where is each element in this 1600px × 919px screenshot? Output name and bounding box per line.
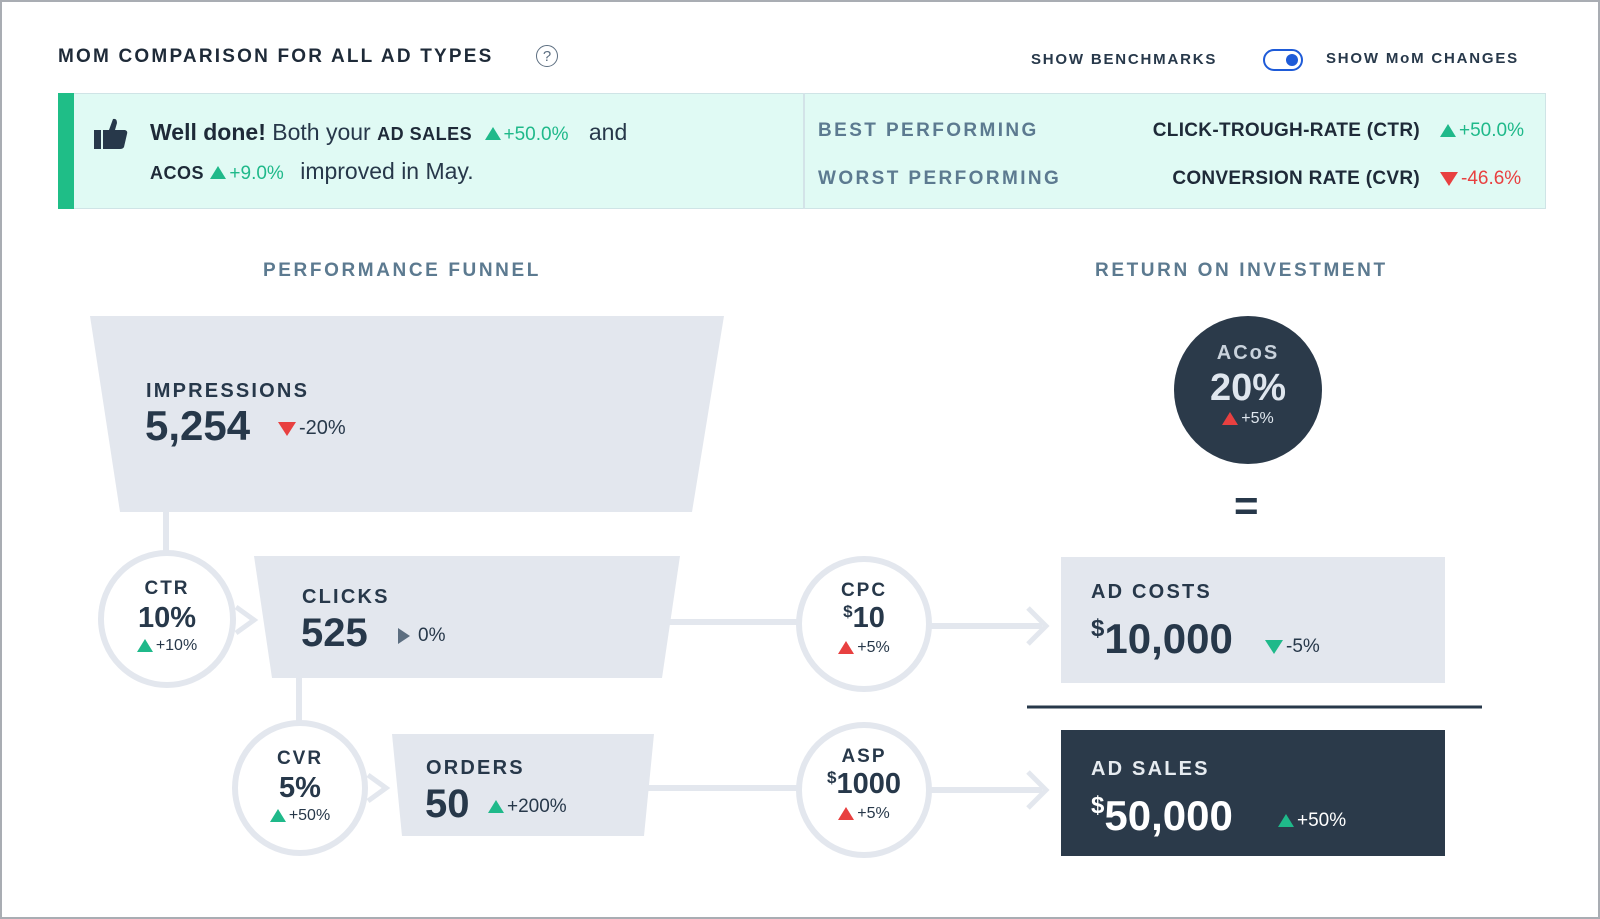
best-performing-label: BEST PERFORMING bbox=[818, 120, 1039, 141]
improved-text: improved in May. bbox=[300, 158, 474, 184]
impressions-trapezoid bbox=[90, 316, 724, 512]
ad-costs-value: $10,000 bbox=[1091, 615, 1233, 662]
clicks-trapezoid bbox=[254, 556, 680, 678]
up-arrow-icon bbox=[210, 166, 227, 180]
show-mom-label: SHOW MoM CHANGES bbox=[1326, 50, 1519, 67]
page-title: MOM COMPARISON FOR ALL AD TYPES bbox=[58, 46, 494, 67]
summary-banner bbox=[58, 93, 1546, 209]
ad-sales-change: +50% bbox=[1278, 810, 1346, 832]
cpc-circle: CPC $10 +5% bbox=[796, 556, 932, 692]
up-arrow-icon bbox=[484, 127, 501, 141]
up-arrow-icon bbox=[269, 809, 286, 823]
ad-costs-label: AD COSTS bbox=[1091, 581, 1212, 603]
up-arrow-icon bbox=[1278, 814, 1294, 828]
acos-inline-label: ACOS bbox=[150, 163, 205, 183]
banner-message-line2: ACOS +9.0% improved in May. bbox=[150, 158, 474, 185]
ad-costs-box: AD COSTS $10,000 -5% bbox=[1061, 557, 1445, 683]
up-arrow-icon bbox=[838, 807, 855, 821]
best-change-value: +50.0% bbox=[1459, 120, 1524, 141]
acos-circle: ACoS 20% +5% bbox=[1174, 316, 1322, 464]
cvr-circle: CVR 5% +50% bbox=[232, 720, 368, 856]
acos-label: ACoS bbox=[1216, 342, 1280, 364]
impressions-value: 5,254 bbox=[145, 402, 251, 449]
ctr-change: +10% bbox=[104, 637, 230, 655]
best-change: +50.0% bbox=[1440, 120, 1524, 142]
roi-section-title: RETURN ON INVESTMENT bbox=[1095, 260, 1388, 281]
cvr-change: +50% bbox=[238, 807, 362, 825]
neutral-arrow-icon bbox=[398, 627, 410, 644]
show-benchmarks-label: SHOW BENCHMARKS bbox=[1031, 51, 1218, 68]
arrow-right-icon bbox=[234, 604, 259, 636]
benchmarks-mom-toggle[interactable] bbox=[1263, 49, 1303, 71]
worst-performing-label: WORST PERFORMING bbox=[818, 168, 1062, 189]
up-arrow-icon bbox=[488, 800, 504, 814]
and-text: and bbox=[588, 119, 628, 145]
impressions-change-value: -20% bbox=[299, 417, 346, 439]
cpc-change: +5% bbox=[802, 639, 926, 657]
banner-message-line1: Well done! Both your AD SALES +50.0% and bbox=[150, 119, 627, 146]
worst-metric: CONVERSION RATE (CVR) bbox=[1172, 168, 1420, 189]
up-arrow-icon bbox=[1440, 124, 1456, 138]
acos-inline-change: +9.0% bbox=[229, 163, 284, 184]
arrow-right-icon bbox=[366, 772, 391, 804]
impressions-change: -20% bbox=[278, 417, 346, 440]
up-arrow-icon bbox=[136, 639, 153, 653]
thumbs-up-icon bbox=[93, 116, 129, 157]
equals-sign: = bbox=[1234, 482, 1259, 529]
well-done-text: Well done! bbox=[150, 119, 266, 145]
both-your-text: Both your bbox=[272, 119, 371, 145]
ad-sales-inline-label: AD SALES bbox=[377, 124, 473, 144]
ctr-value: 10% bbox=[137, 602, 197, 634]
ctr-circle: CTR 10% +10% bbox=[98, 550, 236, 688]
cpc-value: $10 bbox=[843, 602, 885, 634]
best-metric: CLICK-TROUGH-RATE (CTR) bbox=[1152, 120, 1420, 141]
orders-trapezoid bbox=[392, 734, 654, 836]
banner-accent-bar bbox=[58, 93, 74, 209]
ad-sales-label: AD SALES bbox=[1091, 758, 1210, 780]
asp-value: $1000 bbox=[827, 768, 901, 800]
arrow-right-icon bbox=[1026, 606, 1050, 646]
ad-sales-box: AD SALES $50,000 +50% bbox=[1061, 730, 1445, 856]
clicks-value: 525 bbox=[301, 611, 368, 655]
acos-change: +5% bbox=[1174, 410, 1322, 428]
asp-label: ASP bbox=[841, 746, 887, 767]
down-arrow-icon bbox=[278, 421, 296, 436]
down-arrow-icon bbox=[1440, 171, 1458, 186]
cvr-label: CVR bbox=[276, 748, 324, 769]
cpc-label: CPC bbox=[840, 580, 888, 601]
up-arrow-icon bbox=[838, 641, 855, 655]
question-circle-icon[interactable]: ? bbox=[536, 45, 558, 67]
arrow-right-icon bbox=[1026, 770, 1050, 810]
up-arrow-icon bbox=[1222, 412, 1239, 426]
ad-sales-value: $50,000 bbox=[1091, 792, 1233, 839]
asp-change: +5% bbox=[802, 805, 926, 823]
clicks-label: CLICKS bbox=[302, 586, 390, 608]
down-arrow-icon bbox=[1265, 639, 1283, 654]
funnel-section-title: PERFORMANCE FUNNEL bbox=[263, 260, 541, 281]
impressions-label: IMPRESSIONS bbox=[146, 380, 310, 402]
banner-divider bbox=[803, 93, 805, 209]
clicks-change: 0% bbox=[398, 625, 445, 647]
worst-change-value: -46.6% bbox=[1461, 168, 1522, 189]
cvr-value: 5% bbox=[279, 772, 321, 804]
ctr-label: CTR bbox=[144, 578, 190, 599]
orders-label: ORDERS bbox=[426, 757, 525, 779]
orders-value: 50 bbox=[425, 782, 470, 826]
worst-change: -46.6% bbox=[1440, 168, 1521, 190]
ad-sales-inline-change: +50.0% bbox=[503, 124, 569, 145]
orders-change: +200% bbox=[488, 796, 567, 818]
acos-value: 20% bbox=[1209, 367, 1287, 409]
toggle-knob bbox=[1286, 54, 1298, 66]
asp-circle: ASP $1000 +5% bbox=[796, 722, 932, 858]
ad-costs-change: -5% bbox=[1265, 636, 1320, 658]
